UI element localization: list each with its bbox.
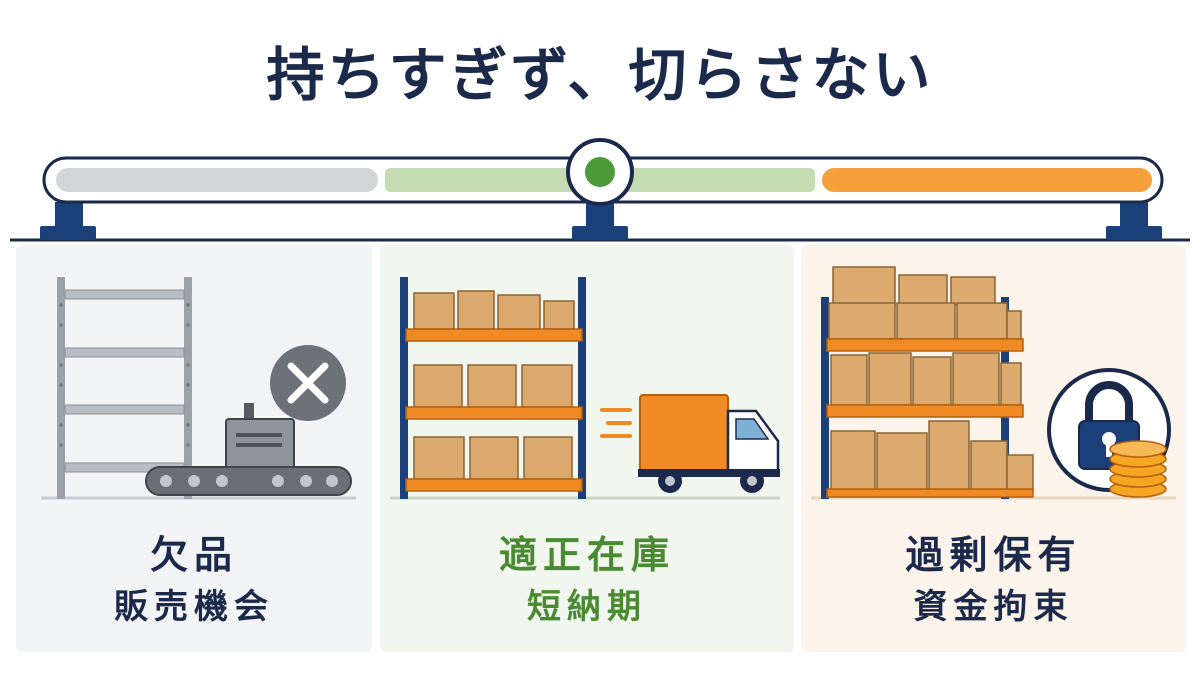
x-mark-icon bbox=[270, 345, 346, 421]
panel-optimal: 適正在庫 短納期 bbox=[380, 245, 794, 652]
gauge-zone-shortage bbox=[56, 168, 378, 192]
coin-stack-icon bbox=[1109, 440, 1167, 498]
panel-excess: 過剰保有 資金拘束 bbox=[801, 245, 1186, 652]
excess-sublabel: 資金拘束 bbox=[913, 587, 1074, 627]
stocked-shelf-icon bbox=[400, 277, 586, 499]
page-title: 持ちすぎず、切らさない bbox=[266, 41, 934, 109]
delivery-truck-icon bbox=[600, 394, 780, 493]
gauge-zone-excess bbox=[822, 168, 1152, 192]
shortage-sublabel: 販売機会 bbox=[114, 587, 274, 627]
gauge-leg-left bbox=[40, 202, 96, 240]
overstocked-shelf-icon bbox=[821, 266, 1034, 499]
shortage-label: 欠品 bbox=[149, 533, 238, 577]
gauge-indicator-icon bbox=[566, 138, 634, 206]
inventory-balance-gauge bbox=[10, 138, 1190, 242]
optimal-label: 適正在庫 bbox=[498, 533, 675, 577]
gauge-leg-center bbox=[572, 202, 628, 240]
empty-shelf-icon bbox=[57, 277, 192, 499]
excess-label: 過剰保有 bbox=[905, 533, 1082, 577]
panel-shortage: 欠品 販売機会 bbox=[16, 245, 372, 652]
conveyor-belt-icon bbox=[145, 403, 352, 496]
gauge-leg-right bbox=[1106, 202, 1162, 240]
optimal-sublabel: 短納期 bbox=[527, 587, 647, 627]
